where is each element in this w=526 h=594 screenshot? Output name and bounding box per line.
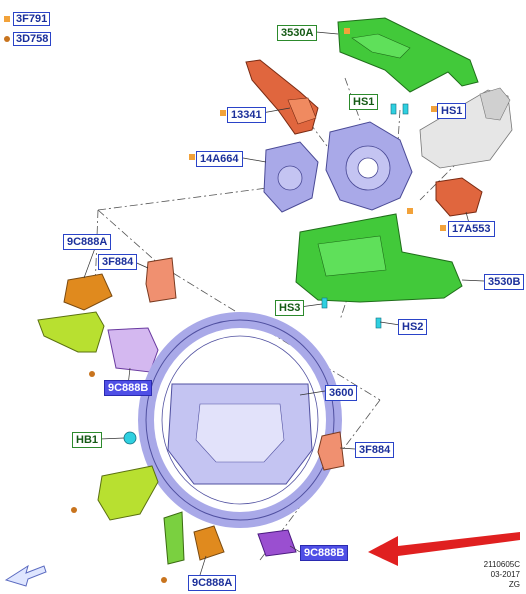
callout-13341[interactable]: 13341 (227, 107, 266, 123)
clockspring-part (263, 141, 319, 213)
sensor-part (435, 177, 483, 217)
stamp-code: ZG (508, 580, 520, 589)
switch-left-part (63, 273, 113, 311)
callout-3530B[interactable]: 3530B (484, 274, 525, 290)
drawing-stamp: 2110605C 03-2017 ZG (484, 560, 520, 590)
legend-item-circle: 3D758 (4, 32, 52, 46)
bezel-lower-part (97, 465, 159, 521)
wiper-switch-part (245, 59, 319, 135)
callout-9C888B-left[interactable]: 9C888B (104, 380, 153, 396)
bezel-left-part (37, 311, 105, 353)
callout-HS1-a[interactable]: HS1 (349, 94, 379, 110)
legend-code: 3F791 (13, 12, 51, 26)
legend-item-square: 3F791 (4, 12, 51, 26)
upper-shroud-part (337, 17, 479, 93)
steering-wheel-part (138, 312, 342, 528)
callout-3F884-top[interactable]: 3F884 (98, 254, 138, 270)
circle-marker-icon (4, 36, 10, 42)
bracket-bottom-part (163, 511, 185, 565)
callout-9C888A-top[interactable]: 9C888A (63, 234, 112, 250)
callout-HS2[interactable]: HS2 (398, 319, 428, 335)
callout-9C888B-bottom[interactable]: 9C888B (300, 545, 349, 561)
lower-shroud-part (295, 213, 463, 303)
stamp-date: 03-2017 (490, 570, 520, 579)
steering-column-part (419, 87, 513, 169)
callout-HB1[interactable]: HB1 (72, 432, 103, 448)
red-pointer-arrow (368, 532, 520, 566)
callout-HS1-b[interactable]: HS1 (437, 103, 467, 119)
switch-bottom-part (193, 525, 225, 561)
callout-17A553[interactable]: 17A553 (448, 221, 495, 237)
legend-code: 3D758 (13, 32, 52, 46)
leader-lines (83, 31, 485, 576)
callout-9C888A-bottom[interactable]: 9C888A (188, 575, 237, 591)
callout-3F884-right[interactable]: 3F884 (355, 442, 395, 458)
switch-bezel-left-part (107, 327, 159, 373)
bracket-top-part (145, 257, 177, 303)
fasteners (71, 28, 446, 583)
column-module-part (325, 121, 413, 211)
square-marker-icon (4, 16, 10, 22)
stamp-id: 2110605C (483, 560, 520, 569)
bracket-right-part (317, 431, 345, 471)
view-direction-arrow (4, 564, 47, 587)
callout-3530A[interactable]: 3530A (277, 25, 318, 41)
callout-14A664[interactable]: 14A664 (196, 151, 243, 167)
switch-bezel-bottom-part (257, 529, 297, 557)
callout-HS3[interactable]: HS3 (275, 300, 305, 316)
callout-3600[interactable]: 3600 (325, 385, 358, 401)
